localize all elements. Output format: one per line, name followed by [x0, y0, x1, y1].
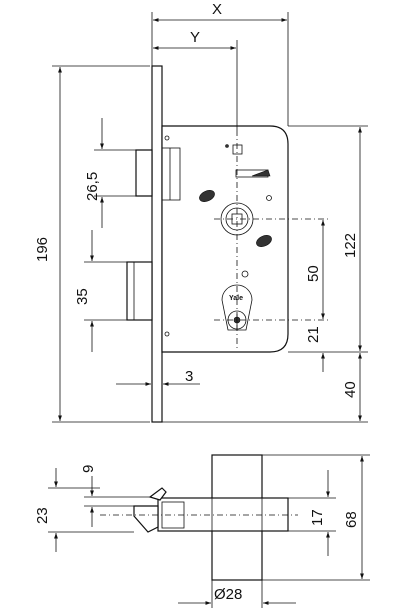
cam-upper — [148, 487, 167, 501]
dimension-17: 17 — [288, 470, 336, 556]
latch-bolt — [135, 149, 153, 197]
cylinder-profile — [221, 284, 253, 331]
dimension-y: Y — [153, 29, 238, 130]
dimension-21-label: 21 — [305, 326, 322, 343]
dimension-latch: 26,5 — [84, 118, 136, 228]
dimension-122: 122 — [288, 125, 368, 351]
dimension-68: 68 — [262, 454, 370, 581]
top-pin — [232, 144, 243, 155]
dimension-9-label: 9 — [80, 465, 97, 473]
dimension-40: 40 — [162, 353, 368, 423]
lock-body-view: Yale — [126, 65, 330, 423]
slot-lower-right — [256, 235, 272, 247]
dimension-50-label: 50 — [305, 265, 322, 282]
dimension-40-label: 40 — [342, 381, 359, 398]
lock-case — [161, 125, 289, 353]
dimension-196: 196 — [34, 65, 150, 423]
cylinder-side-view — [100, 454, 298, 581]
dimension-x-label: X — [212, 1, 222, 18]
dimension-bolt-label: 35 — [74, 288, 91, 305]
dimension-diameter-label: Ø28 — [214, 586, 242, 603]
latch-inner — [161, 147, 181, 201]
dimension-9: 9 — [80, 465, 150, 527]
dimension-21: 21 — [288, 326, 368, 372]
brand-label: Yale — [229, 295, 243, 302]
dimension-latch-label: 26,5 — [84, 172, 101, 201]
dead-bolt — [126, 261, 153, 321]
dimension-front-label: 3 — [185, 368, 193, 385]
cylinder-body — [157, 497, 289, 532]
dimension-23: 23 — [34, 468, 134, 552]
dimension-bolt: 35 — [74, 230, 127, 352]
dimension-diameter: Ø28 — [178, 580, 296, 608]
dimension-68-label: 68 — [343, 511, 360, 528]
cam — [133, 505, 159, 533]
dimension-50: 50 — [305, 220, 325, 319]
dimension-17-label: 17 — [309, 509, 326, 526]
dimension-23-label: 23 — [34, 507, 51, 524]
slot-upper-left — [199, 190, 215, 202]
dimension-y-label: Y — [190, 29, 200, 46]
dimension-196-label: 196 — [34, 237, 51, 262]
front-plate — [151, 65, 163, 423]
dimension-122-label: 122 — [342, 233, 359, 258]
dimension-front: 3 — [116, 368, 200, 386]
dimension-x: X — [151, 1, 289, 126]
